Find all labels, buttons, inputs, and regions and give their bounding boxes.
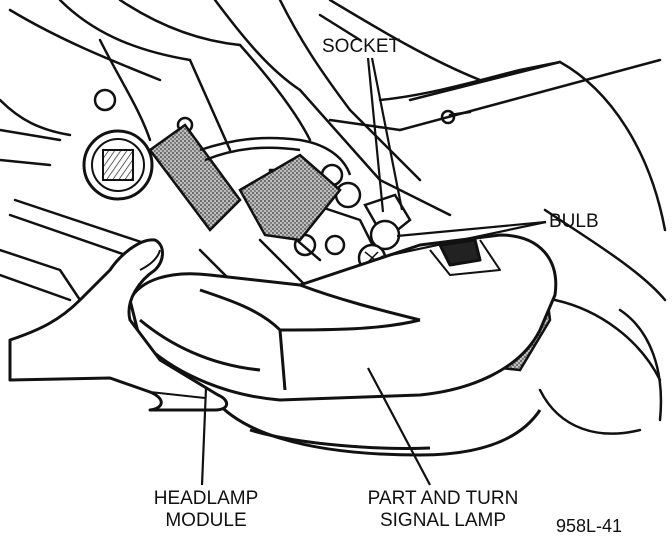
label-park-line1: PART AND TURN: [367, 488, 519, 509]
bulb-leader-top: [396, 220, 547, 238]
engine-compartment: [0, 0, 667, 435]
round-cap-component: [82, 129, 154, 201]
label-park-turn-signal-lamp: PART AND TURN SIGNAL LAMP: [353, 488, 533, 532]
label-socket: SOCKET: [322, 36, 401, 57]
label-park-line2: SIGNAL LAMP: [379, 510, 506, 531]
leader-lines: [200, 57, 547, 486]
socket-leader-right: [370, 57, 404, 211]
bulb-leader-bottom: [380, 220, 547, 259]
socket-leader-left: [366, 57, 385, 213]
wiring-harness: [199, 136, 352, 176]
headlamp-leader: [200, 387, 208, 486]
park-lamp-leader: [367, 367, 431, 486]
label-headlamp-line1: HEADLAMP: [153, 488, 259, 509]
label-headlamp-line2: MODULE: [165, 510, 247, 531]
bumper: [213, 399, 542, 457]
headlamp-module: [128, 233, 558, 402]
label-headlamp-module: HEADLAMP MODULE: [146, 488, 266, 532]
hand: [8, 238, 229, 412]
label-bulb: BULB: [549, 211, 599, 232]
socket-assembly: [357, 193, 412, 273]
figure-code: 958L-41: [556, 516, 623, 536]
